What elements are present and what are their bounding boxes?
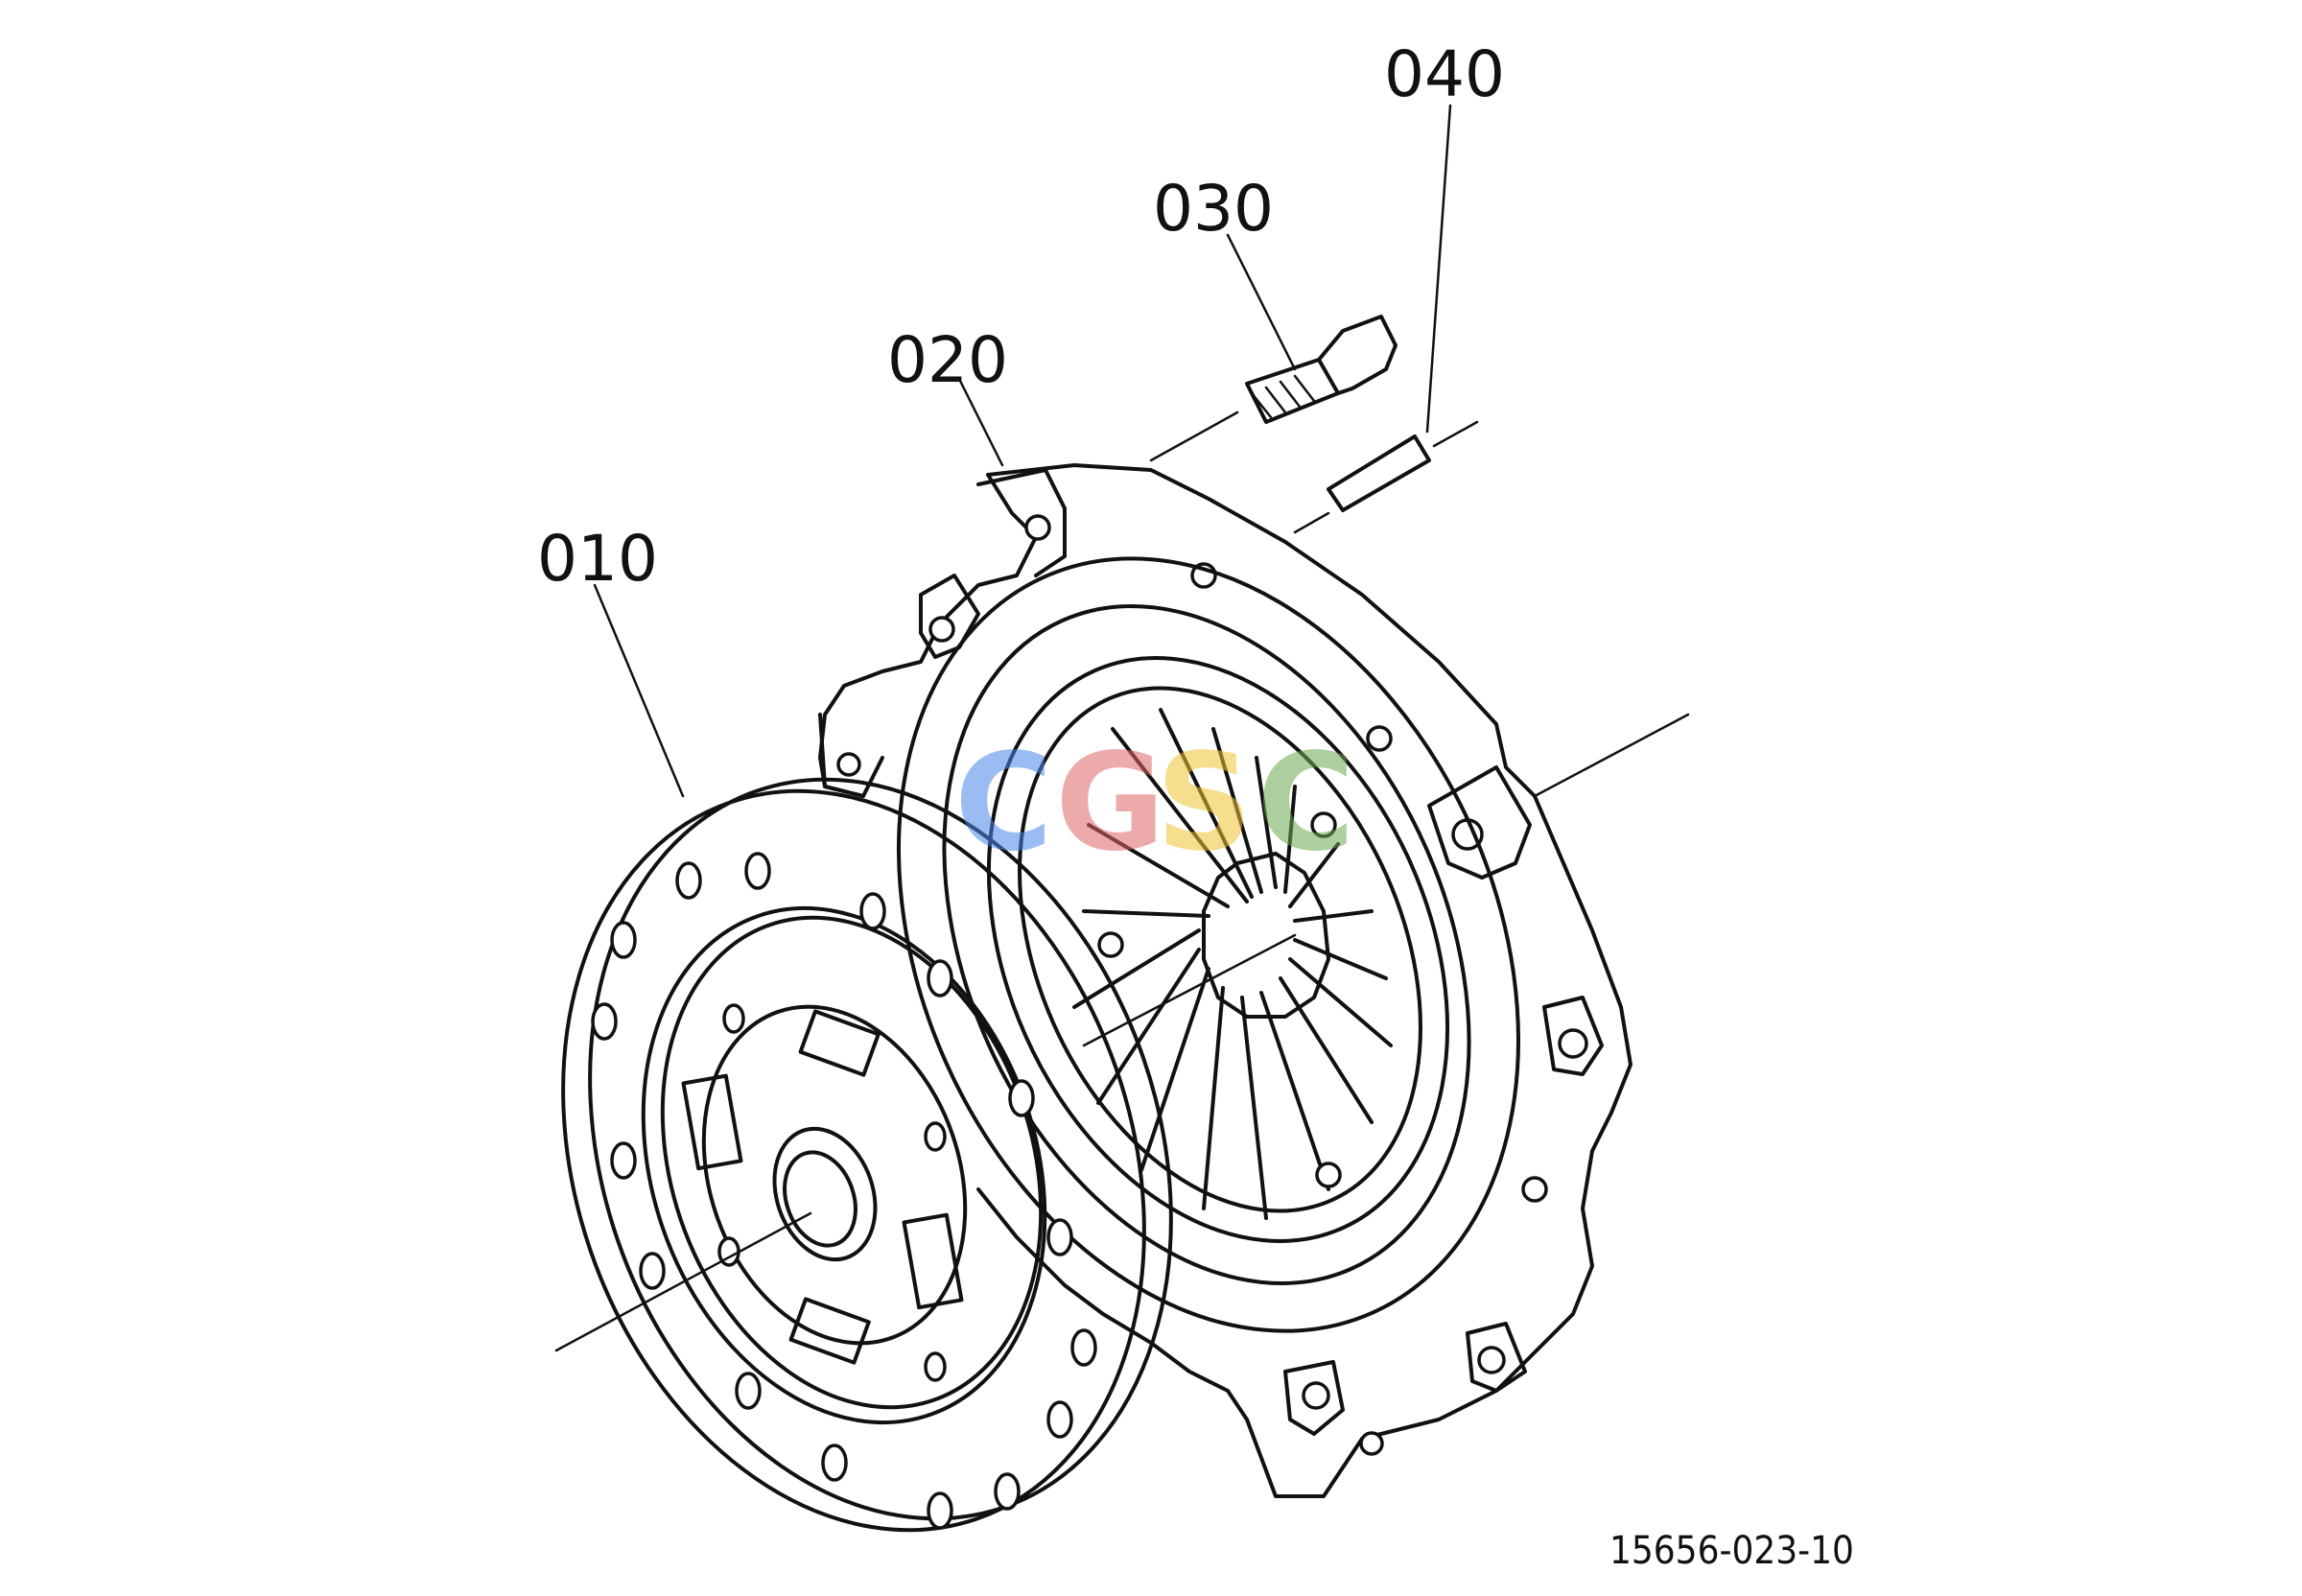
leader-lines bbox=[593, 104, 1452, 798]
figure-number: 15656-023-10 bbox=[1609, 1529, 1854, 1573]
mounting-hole bbox=[1359, 1431, 1384, 1456]
mounting-hole bbox=[1477, 1346, 1506, 1374]
mounting-hole bbox=[928, 616, 955, 643]
watermark-logo: C G S C bbox=[954, 725, 1355, 881]
mounting-hole bbox=[836, 752, 861, 777]
damper-springs bbox=[681, 1009, 964, 1365]
diaphragm-spring bbox=[1072, 708, 1393, 1220]
watermark-letter: C bbox=[1257, 725, 1355, 881]
callout-030: 030 bbox=[1153, 172, 1274, 246]
dowel-pin bbox=[1293, 420, 1479, 534]
mounting-hole bbox=[1521, 1176, 1548, 1203]
clutch-cover-assembly bbox=[818, 463, 1690, 1498]
mounting-hole bbox=[1366, 725, 1393, 752]
bolt bbox=[1149, 315, 1398, 462]
clutch-disc bbox=[554, 777, 1173, 1533]
callout-010: 010 bbox=[537, 522, 658, 596]
watermark-letter: G bbox=[1055, 725, 1165, 881]
callout-020: 020 bbox=[887, 323, 1008, 397]
mounting-hole bbox=[1558, 1028, 1588, 1059]
watermark-letter: C bbox=[954, 725, 1053, 881]
disc-rivet-holes bbox=[591, 852, 1097, 1530]
callout-040: 040 bbox=[1384, 37, 1505, 111]
watermark-letter: S bbox=[1156, 725, 1253, 881]
mounting-hole bbox=[1302, 1381, 1330, 1410]
mounting-hole bbox=[1024, 514, 1051, 541]
